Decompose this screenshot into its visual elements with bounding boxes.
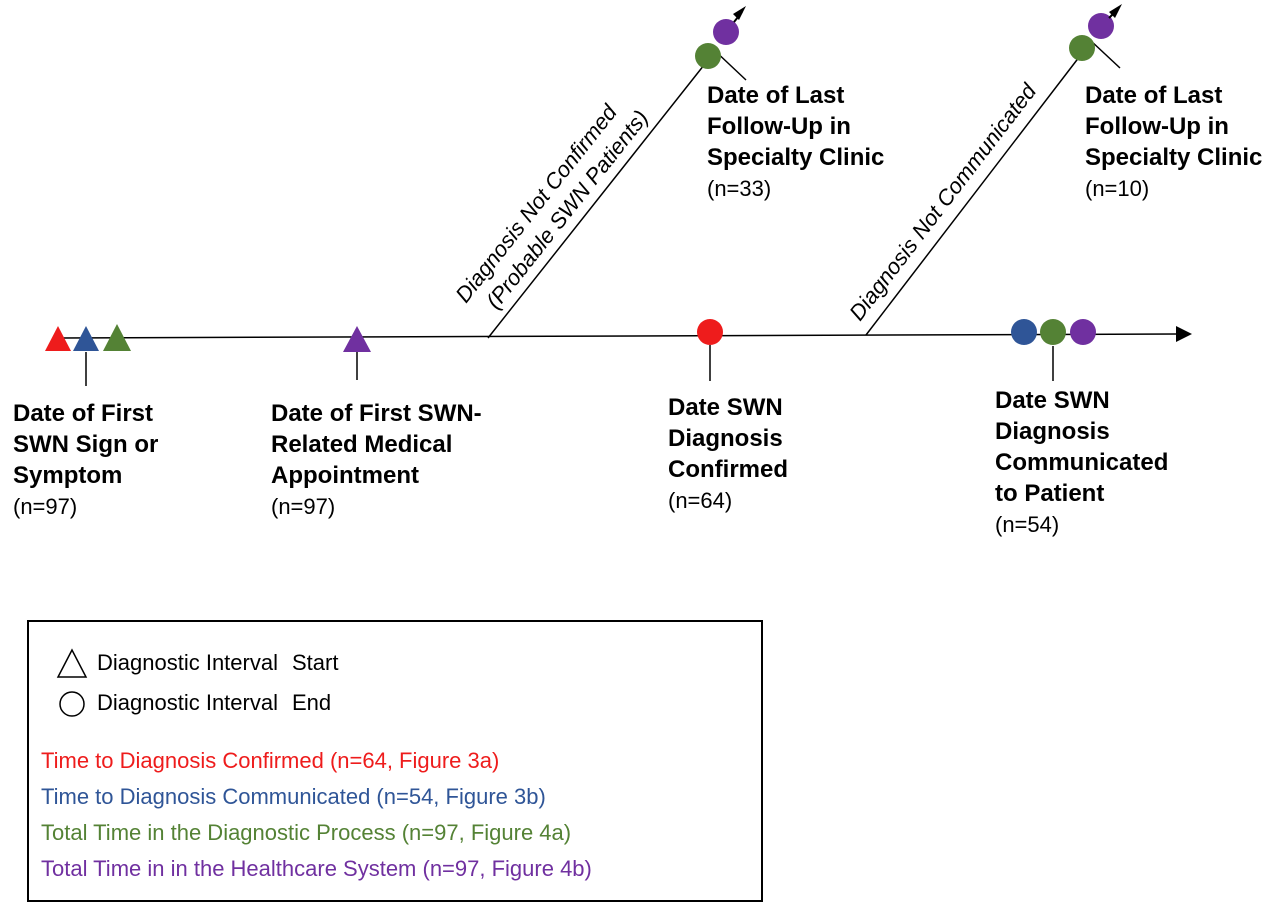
milestone-title-line: Related Medical bbox=[271, 431, 453, 458]
milestone-count: (n=97) bbox=[271, 494, 336, 519]
milestone-followup-2: Date of Last Follow-Up in Specialty Clin… bbox=[1085, 80, 1262, 204]
milestone-diagnosis-communicated: Date SWN Diagnosis Communicated to Patie… bbox=[995, 385, 1168, 540]
legend-end-label: Diagnostic Interval bbox=[97, 690, 278, 715]
milestone-title-line: Communicated bbox=[995, 449, 1169, 476]
followup-2-purple-circle bbox=[1088, 13, 1114, 39]
legend-start-label: Diagnostic Interval bbox=[97, 650, 278, 675]
milestone-followup-1: Date of Last Follow-Up in Specialty Clin… bbox=[707, 80, 884, 204]
end-circle-blue bbox=[1011, 319, 1037, 345]
start-triangle-green bbox=[103, 324, 131, 351]
milestone-title-line: Date of Last bbox=[707, 82, 845, 109]
milestone-diagnosis-confirmed: Date SWN Diagnosis Confirmed (n=64) bbox=[668, 392, 788, 516]
start-triangle-purple bbox=[343, 326, 371, 352]
end-circle-red bbox=[697, 319, 723, 345]
branch-not-confirmed-line bbox=[487, 59, 709, 339]
legend-end-row: Diagnostic Interval End bbox=[97, 690, 331, 716]
timeline-arrowhead bbox=[1176, 326, 1192, 342]
legend-triangle-icon bbox=[56, 648, 88, 678]
followup-2-green-circle bbox=[1069, 35, 1095, 61]
milestone-count: (n=97) bbox=[13, 494, 78, 519]
milestone-title-line: SWN Sign or bbox=[13, 431, 159, 458]
milestone-first-appointment: Date of First SWN- Related Medical Appoi… bbox=[271, 398, 482, 522]
milestone-title-line: Date SWN bbox=[995, 387, 1110, 414]
legend-interval-green: Total Time in the Diagnostic Process (n=… bbox=[41, 820, 572, 845]
milestone-title-line: Diagnosis bbox=[668, 425, 783, 452]
milestone-title-line: Date of First SWN- bbox=[271, 400, 482, 427]
milestone-title-line: Date of Last bbox=[1085, 82, 1223, 109]
followup-2-arrowhead bbox=[1109, 4, 1122, 18]
end-circle-purple bbox=[1070, 319, 1096, 345]
timeline-axis bbox=[59, 333, 1179, 339]
legend-box: Diagnostic Interval Start Diagnostic Int… bbox=[27, 620, 763, 902]
legend-interval-blue: Time to Diagnosis Communicated (n=54, Fi… bbox=[41, 784, 546, 809]
milestone-title-line: Symptom bbox=[13, 462, 123, 489]
legend-circle-icon bbox=[59, 691, 85, 717]
milestone-title-line: Date of First bbox=[13, 400, 154, 427]
start-triangle-red bbox=[45, 326, 71, 351]
milestone-title-line: Confirmed bbox=[668, 456, 788, 483]
followup-1-green-circle bbox=[695, 43, 721, 69]
milestone-count: (n=64) bbox=[668, 488, 733, 513]
end-circle-green bbox=[1040, 319, 1066, 345]
tick-followup-2 bbox=[1089, 39, 1121, 69]
milestone-title-line: Follow-Up in bbox=[1085, 113, 1229, 140]
milestone-count: (n=33) bbox=[707, 176, 772, 201]
milestone-title-line: Date SWN bbox=[668, 394, 783, 421]
milestone-title-line: Diagnosis bbox=[995, 418, 1110, 445]
milestone-count: (n=10) bbox=[1085, 176, 1150, 201]
milestone-title-line: Specialty Clinic bbox=[1085, 144, 1263, 171]
followup-1-arrowhead bbox=[733, 6, 746, 20]
milestone-first-sign: Date of First SWN Sign or Symptom (n=97) bbox=[13, 398, 158, 522]
milestone-count: (n=54) bbox=[995, 512, 1060, 537]
milestone-title-line: Specialty Clinic bbox=[707, 144, 885, 171]
legend-interval-red: Time to Diagnosis Confirmed (n=64, Figur… bbox=[41, 748, 500, 773]
milestone-title-line: Follow-Up in bbox=[707, 113, 851, 140]
start-triangle-blue bbox=[73, 326, 99, 351]
milestone-title-line: to Patient bbox=[995, 480, 1105, 507]
followup-1-purple-circle bbox=[713, 19, 739, 45]
milestone-title-line: Appointment bbox=[271, 462, 419, 489]
legend-start-row: Diagnostic Interval Start bbox=[97, 650, 338, 676]
legend-interval-purple: Total Time in in the Healthcare System (… bbox=[41, 856, 592, 881]
branch-not-confirmed-label: Diagnosis Not Confirmed (Probable SWN Pa… bbox=[450, 88, 653, 324]
branch-not-communicated-line bbox=[865, 51, 1084, 336]
legend-start-word: Start bbox=[291, 650, 339, 675]
legend-end-word: End bbox=[291, 690, 332, 715]
